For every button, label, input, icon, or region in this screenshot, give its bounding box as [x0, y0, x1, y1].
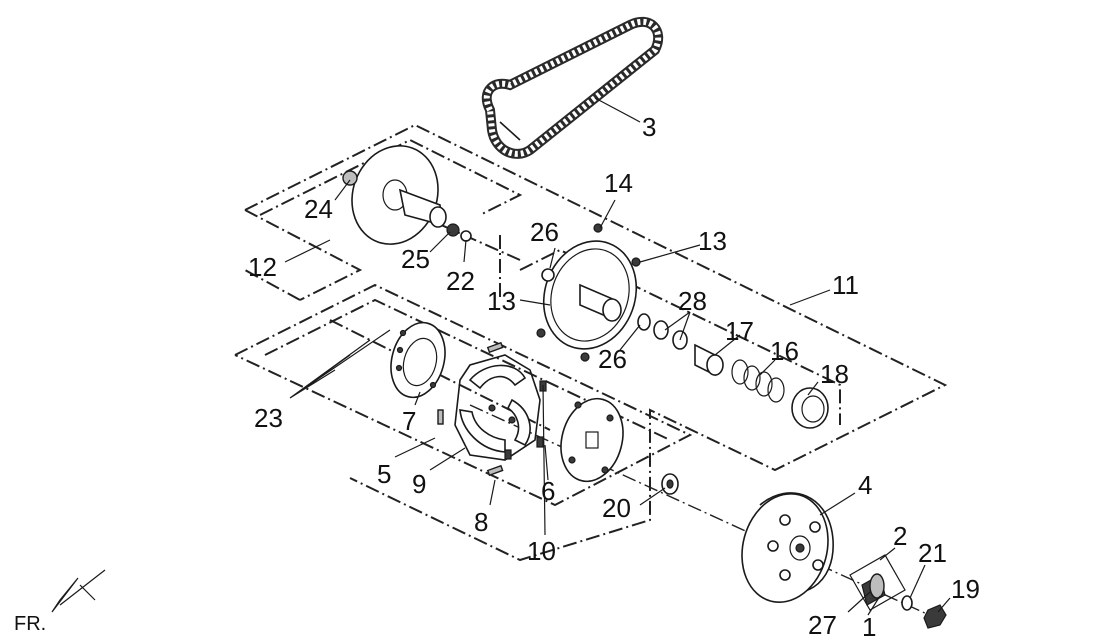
clutch-springs [437, 341, 547, 477]
washer-20 [661, 473, 679, 495]
callout-16: 16 [770, 336, 799, 366]
callout-28: 28 [678, 286, 707, 316]
driven-shaft-parts [637, 313, 829, 429]
front-orientation-arrow: FR. [14, 569, 106, 635]
callout-9: 9 [412, 469, 426, 499]
center-axis [469, 404, 941, 621]
callout-26-lower: 26 [598, 344, 627, 374]
callout-25: 25 [401, 244, 430, 274]
callout-24: 24 [304, 194, 333, 224]
callout-17: 17 [725, 316, 754, 346]
callout-23: 23 [254, 403, 283, 433]
callout-13: 13 [487, 286, 516, 316]
callout-27: 27 [808, 610, 837, 640]
callout-20: 20 [602, 493, 631, 523]
callout-8: 8 [474, 507, 488, 537]
callout-2: 2 [893, 521, 907, 551]
callout-11: 11 [832, 270, 859, 300]
callout-18: 18 [820, 359, 849, 389]
nut-washer [901, 595, 947, 629]
orientation-label: FR. [14, 613, 46, 635]
callout-22: 22 [446, 266, 475, 296]
callout-26-upper: 26 [530, 217, 559, 247]
callout-1: 1 [862, 612, 876, 640]
callout-7: 7 [402, 406, 416, 436]
callout-6: 6 [541, 476, 555, 506]
callout-5: 5 [377, 459, 391, 489]
drive-plate [560, 397, 624, 483]
callout-4: 4 [858, 470, 872, 500]
clutch-shoes [454, 354, 541, 461]
callout-21: 21 [918, 538, 947, 568]
callout-19: 19 [951, 574, 980, 604]
callout-3: 3 [642, 112, 656, 142]
clutch-plate [390, 321, 446, 399]
callout-12: 12 [248, 252, 277, 282]
clutch-outer [741, 492, 834, 604]
leader-lines [284, 97, 951, 616]
callout-14: 13 [698, 226, 727, 256]
callout-labels: 3 14 13 26 24 25 22 12 13 11 28 17 26 16… [248, 112, 980, 640]
driven-face-movable [536, 223, 641, 362]
drive-belt [481, 16, 664, 159]
callout-10: 10 [527, 536, 556, 566]
driven-face-fixed [342, 145, 472, 245]
callout-15: 14 [604, 168, 633, 198]
